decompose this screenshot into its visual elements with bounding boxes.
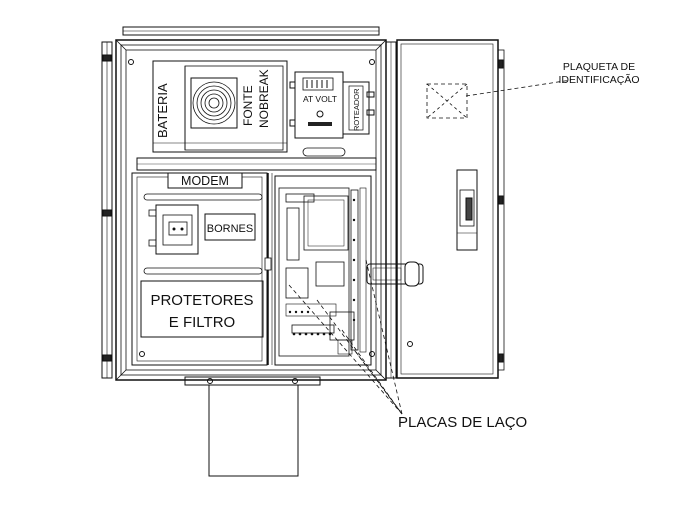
door-latch-arm — [366, 261, 424, 287]
vertical-divider — [264, 173, 273, 365]
lower-left-compartment — [131, 172, 268, 366]
protetores-label-line2: E FILTRO — [169, 314, 235, 331]
modem-label: MODEM — [181, 174, 229, 188]
placas-de-laco-label: PLACAS DE LAÇO — [398, 414, 527, 431]
fan-icon — [190, 77, 238, 129]
din-rail-top — [143, 193, 263, 201]
din-rail-middle — [143, 267, 263, 275]
roteador-label: ROTEADOR — [352, 88, 361, 131]
modem-device — [148, 204, 199, 255]
modem-label-box: MODEM — [167, 172, 243, 189]
battery-nobreak-unit: BATERIA FONTE NOBREAK — [152, 60, 288, 153]
protetores-label-line1: PROTETORES — [150, 292, 253, 309]
identification-plate — [426, 83, 468, 119]
top-mounting-bar — [122, 26, 380, 36]
nobreak-label: NOBREAK — [257, 69, 271, 128]
loop-boards-area — [274, 175, 372, 366]
plaqueta-label-line1: PLAQUETA DE — [563, 61, 635, 73]
door-lock — [456, 169, 478, 251]
door-hinge — [385, 41, 397, 379]
cable-slot — [302, 147, 346, 157]
at-volt-module: AT VOLT — [289, 71, 344, 139]
left-flange — [101, 41, 113, 379]
bateria-label: BATERIA — [155, 83, 170, 138]
mounting-post — [184, 376, 321, 477]
fonte-label: FONTE — [241, 85, 255, 126]
cabinet-door — [396, 39, 505, 379]
at-volt-label: AT VOLT — [303, 94, 337, 104]
bornes-label: BORNES — [207, 223, 253, 235]
roteador-module: ROTEADOR — [342, 81, 375, 135]
bornes-block: BORNES — [204, 213, 256, 241]
placas-de-laco-callout: PLACAS DE LAÇO — [288, 259, 527, 431]
protetores-filtro-box: PROTETORES E FILTRO — [140, 280, 264, 338]
shelf-plate — [136, 157, 377, 171]
plaqueta-callout: PLAQUETA DE IDENTIFICAÇÃO — [465, 61, 640, 97]
plaqueta-label-line2: IDENTIFICAÇÃO — [558, 73, 639, 86]
